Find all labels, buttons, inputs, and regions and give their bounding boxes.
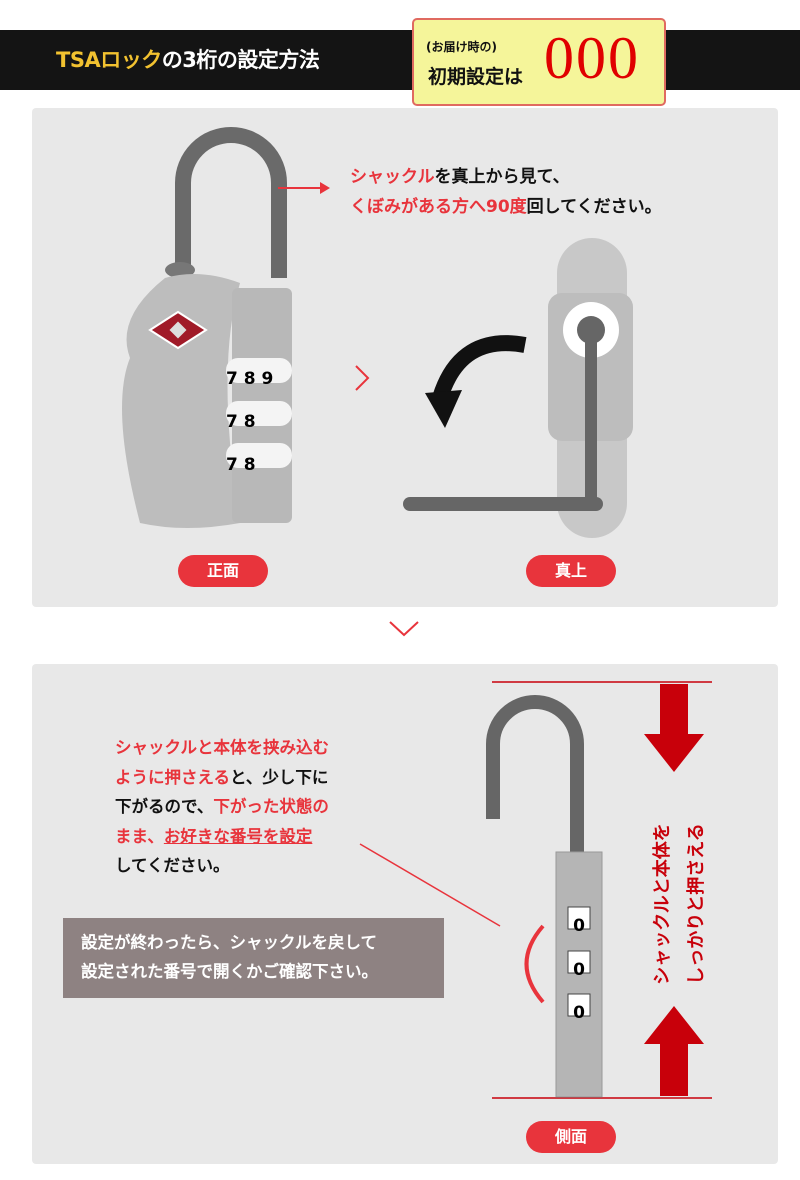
dial-digit: 0 [573, 916, 585, 936]
dial-digit: 7 [226, 455, 238, 475]
instruction-highlight: シャックルと本体を挟み込む [115, 738, 330, 757]
page-title: TSAロックの3桁の設定方法 [56, 44, 320, 74]
dial-digit: 0 [573, 1003, 585, 1023]
front-dials: 7 8 9 7 8 7 8 [226, 358, 273, 487]
vertical-line: しっかりと押さえる [686, 823, 707, 985]
arrow-down-icon [644, 684, 704, 772]
instruction-highlight: まま、 [115, 826, 164, 846]
instruction-highlight: 下がった状態の [213, 797, 329, 816]
badge-small: (お届け時の) [426, 40, 497, 54]
instruction-highlight: くぼみがある方へ90度 [350, 197, 527, 217]
shackle [175, 127, 287, 278]
note-line: 設定された番号で開くかご確認下さい。 [81, 962, 378, 981]
instruction-text: 下がるので、 [115, 797, 214, 816]
vertical-line: シャックルと本体を [652, 823, 673, 985]
shackle [486, 695, 584, 854]
initial-setting-badge: (お届け時の) 初期設定は 000 [412, 18, 666, 106]
dial-digit: 8 [243, 455, 256, 475]
instruction-text: 回してください。 [526, 197, 662, 217]
dial-digit: 0 [573, 959, 585, 980]
rotate-arrow-icon [432, 335, 527, 401]
badge-code: 000 [544, 25, 640, 91]
instruction-highlight: ように押さえる [115, 767, 231, 787]
confirm-note: 設定が終わったら、シャックルを戻して 設定された番号で開くかご確認下さい。 [63, 918, 444, 998]
dial-digit: 9 [261, 369, 274, 389]
lock-side-illustration [359, 681, 712, 1099]
title-rest: の3桁の設定方法 [161, 48, 320, 72]
note-line: 設定が終わったら、シャックルを戻して [81, 933, 378, 952]
instruction-text: を真上から見て、 [434, 167, 570, 187]
badge-main: 初期設定は [428, 66, 524, 88]
dial-digit: 8 [243, 412, 256, 432]
top-label: 真上 [526, 555, 616, 587]
side-label: 側面 [526, 1121, 616, 1153]
chevron-down-icon [389, 621, 419, 637]
dial-digit: 8 [243, 369, 256, 389]
instruction-highlight: シャックル [350, 167, 435, 187]
instruction-text: してください。 [115, 856, 230, 875]
dial-digit: 7 [226, 412, 238, 432]
lock-front-illustration [122, 127, 633, 538]
pointer-line [359, 843, 501, 927]
arrow-up-icon [644, 1006, 704, 1096]
header-bar [0, 30, 800, 90]
instruction-underlined: お好きな番号を設定 [163, 826, 313, 846]
step1-instruction: シャックルを真上から見て、 くぼみがある方へ90度回してください。 [350, 162, 662, 222]
chevron-right-icon [355, 365, 370, 391]
vertical-instruction: シャックルと本体を しっかりと押さえる [646, 784, 714, 1024]
step2-instruction: シャックルと本体を挟み込む ように押さえると、少し下に 下がるので、下がった状態… [115, 733, 329, 881]
title-accent: TSAロック [56, 48, 162, 72]
instruction-text: と、少し下に [230, 767, 329, 787]
step2-panel [32, 664, 778, 1164]
front-label: 正面 [178, 555, 268, 587]
side-dials: 0 0 0 [571, 905, 587, 1036]
dial-digit: 7 [226, 369, 238, 389]
